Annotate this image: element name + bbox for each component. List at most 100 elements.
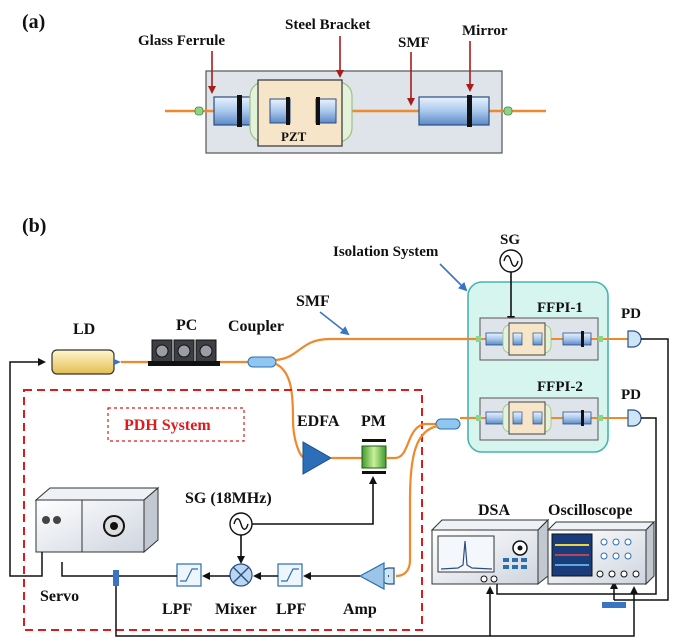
ffpi1-mirror <box>581 331 584 347</box>
smf-label-b: SMF <box>296 293 330 310</box>
dsa-button-3 <box>521 558 527 562</box>
mirror-label: Mirror <box>462 23 508 39</box>
fiber-end-right <box>503 106 513 116</box>
coupler-body <box>247 356 277 368</box>
dsa-port-1 <box>480 575 488 583</box>
ffpi1-label: FFPI-1 <box>537 300 583 316</box>
dsa-port-2 <box>490 575 498 583</box>
dsa-top <box>430 519 550 531</box>
glass-ferrule-label: Glass Ferrule <box>138 33 225 49</box>
pd1-label: PD <box>621 306 641 322</box>
servo-knob-1 <box>42 516 50 524</box>
servo-dial-center <box>110 522 118 530</box>
pc-knob-2 <box>177 344 191 358</box>
dsa-knob-center <box>517 545 523 551</box>
fiber-coupler2-pd <box>395 424 439 578</box>
sine-icon <box>503 255 519 267</box>
pm-body <box>361 445 387 469</box>
amp-label: Amp <box>343 601 377 618</box>
fiber-end-left <box>194 106 204 116</box>
pd1-icon <box>627 330 642 348</box>
lpf1-icon <box>180 568 198 582</box>
ld-label: LD <box>73 321 95 338</box>
ffpi2-inner-left <box>512 411 523 425</box>
fiber-coupler-ffpi1 <box>275 337 476 362</box>
coupler2-body <box>435 418 461 430</box>
pd1-cable <box>614 338 669 601</box>
ffpi1-end-left <box>476 336 481 342</box>
isolation-system-label: Isolation System <box>333 244 439 260</box>
dsa-button-6 <box>521 565 527 569</box>
osc-top <box>546 521 656 531</box>
servo-knob-2 <box>53 516 61 524</box>
inner-mark-left <box>286 97 290 125</box>
ffpi1-inner-right <box>532 332 543 346</box>
servo-splitter <box>113 570 119 586</box>
osc-knob-4 <box>600 552 608 560</box>
ffpi2-end-left <box>476 415 481 421</box>
osc-knob-6 <box>624 552 632 560</box>
osc-knob-5 <box>612 552 620 560</box>
dsa-side <box>537 518 549 586</box>
panel-a: (a) PZT Glass Ferrule Steel Bracket SMF … <box>22 11 546 154</box>
mirror-mark <box>467 95 472 127</box>
servo-side <box>143 486 159 554</box>
sg-18mhz-label: SG (18MHz) <box>185 490 272 507</box>
fiber-pm-coupler2 <box>386 422 437 460</box>
pdh-system-label-box <box>107 407 245 442</box>
servo-to-ld <box>9 358 46 577</box>
pc-knob-3 <box>199 344 213 358</box>
amp-triangle <box>358 561 385 591</box>
lpf2-icon <box>281 568 299 582</box>
ld-output-tip <box>114 359 121 365</box>
ffpi2-label: FFPI-2 <box>537 379 583 395</box>
edfa-amplifier <box>302 441 333 475</box>
ld-source <box>51 349 115 375</box>
pc-base <box>148 361 220 366</box>
isolation-system-arrow <box>439 263 468 292</box>
panel-b: (b) Isolation System SG FFPI-1 FFPI-2 <box>9 215 669 637</box>
pm-bottom-electrode <box>362 471 386 474</box>
lpf1-to-servo <box>61 562 177 577</box>
sine-icon <box>233 518 249 530</box>
dsa-button-1 <box>503 558 509 562</box>
ffpi2-mirror <box>581 410 584 426</box>
servo-front <box>35 499 145 553</box>
dsa-button-5 <box>512 565 518 569</box>
pm-top-electrode <box>362 439 386 442</box>
steel-bracket-label: Steel Bracket <box>285 17 370 33</box>
osc-side <box>645 520 655 586</box>
mixer-cross <box>232 566 250 584</box>
pzt-label: PZT <box>281 129 307 144</box>
pd2-label: PD <box>621 387 641 403</box>
lpf1-label: LPF <box>162 601 192 618</box>
ffpi2-ferrule-right <box>562 411 592 425</box>
ffpi1-end-right <box>598 336 603 342</box>
coupler-label: Coupler <box>228 318 284 335</box>
dsa-label: DSA <box>478 502 510 519</box>
osc-port-4 <box>632 570 640 578</box>
ffpi2-inner-right <box>532 411 543 425</box>
cable-splitter <box>602 602 626 608</box>
mixer-label: Mixer <box>215 601 257 618</box>
sg-top-label: SG <box>500 232 520 248</box>
oscilloscope-label: Oscilloscope <box>548 502 632 519</box>
servo-label: Servo <box>40 588 79 605</box>
smf-label-a: SMF <box>398 35 430 51</box>
panel-b-tag: (b) <box>22 215 46 237</box>
glass-ferrule-right <box>418 96 490 126</box>
pc-label: PC <box>176 317 197 334</box>
panel-a-tag: (a) <box>22 11 45 33</box>
osc-port-3 <box>620 570 628 578</box>
edfa-label: EDFA <box>297 413 340 430</box>
pd2-cable <box>496 417 657 595</box>
dsa-button-4 <box>503 565 509 569</box>
ferrule-mark <box>237 95 242 127</box>
dsa-trace <box>440 540 493 570</box>
pd2-icon <box>627 409 642 427</box>
servo-top <box>34 487 160 501</box>
ffpi2-end-right <box>598 415 603 421</box>
pdh-system-label: PDH System <box>124 417 211 434</box>
smf-pointer <box>319 311 350 336</box>
osc-port-2 <box>608 570 616 578</box>
